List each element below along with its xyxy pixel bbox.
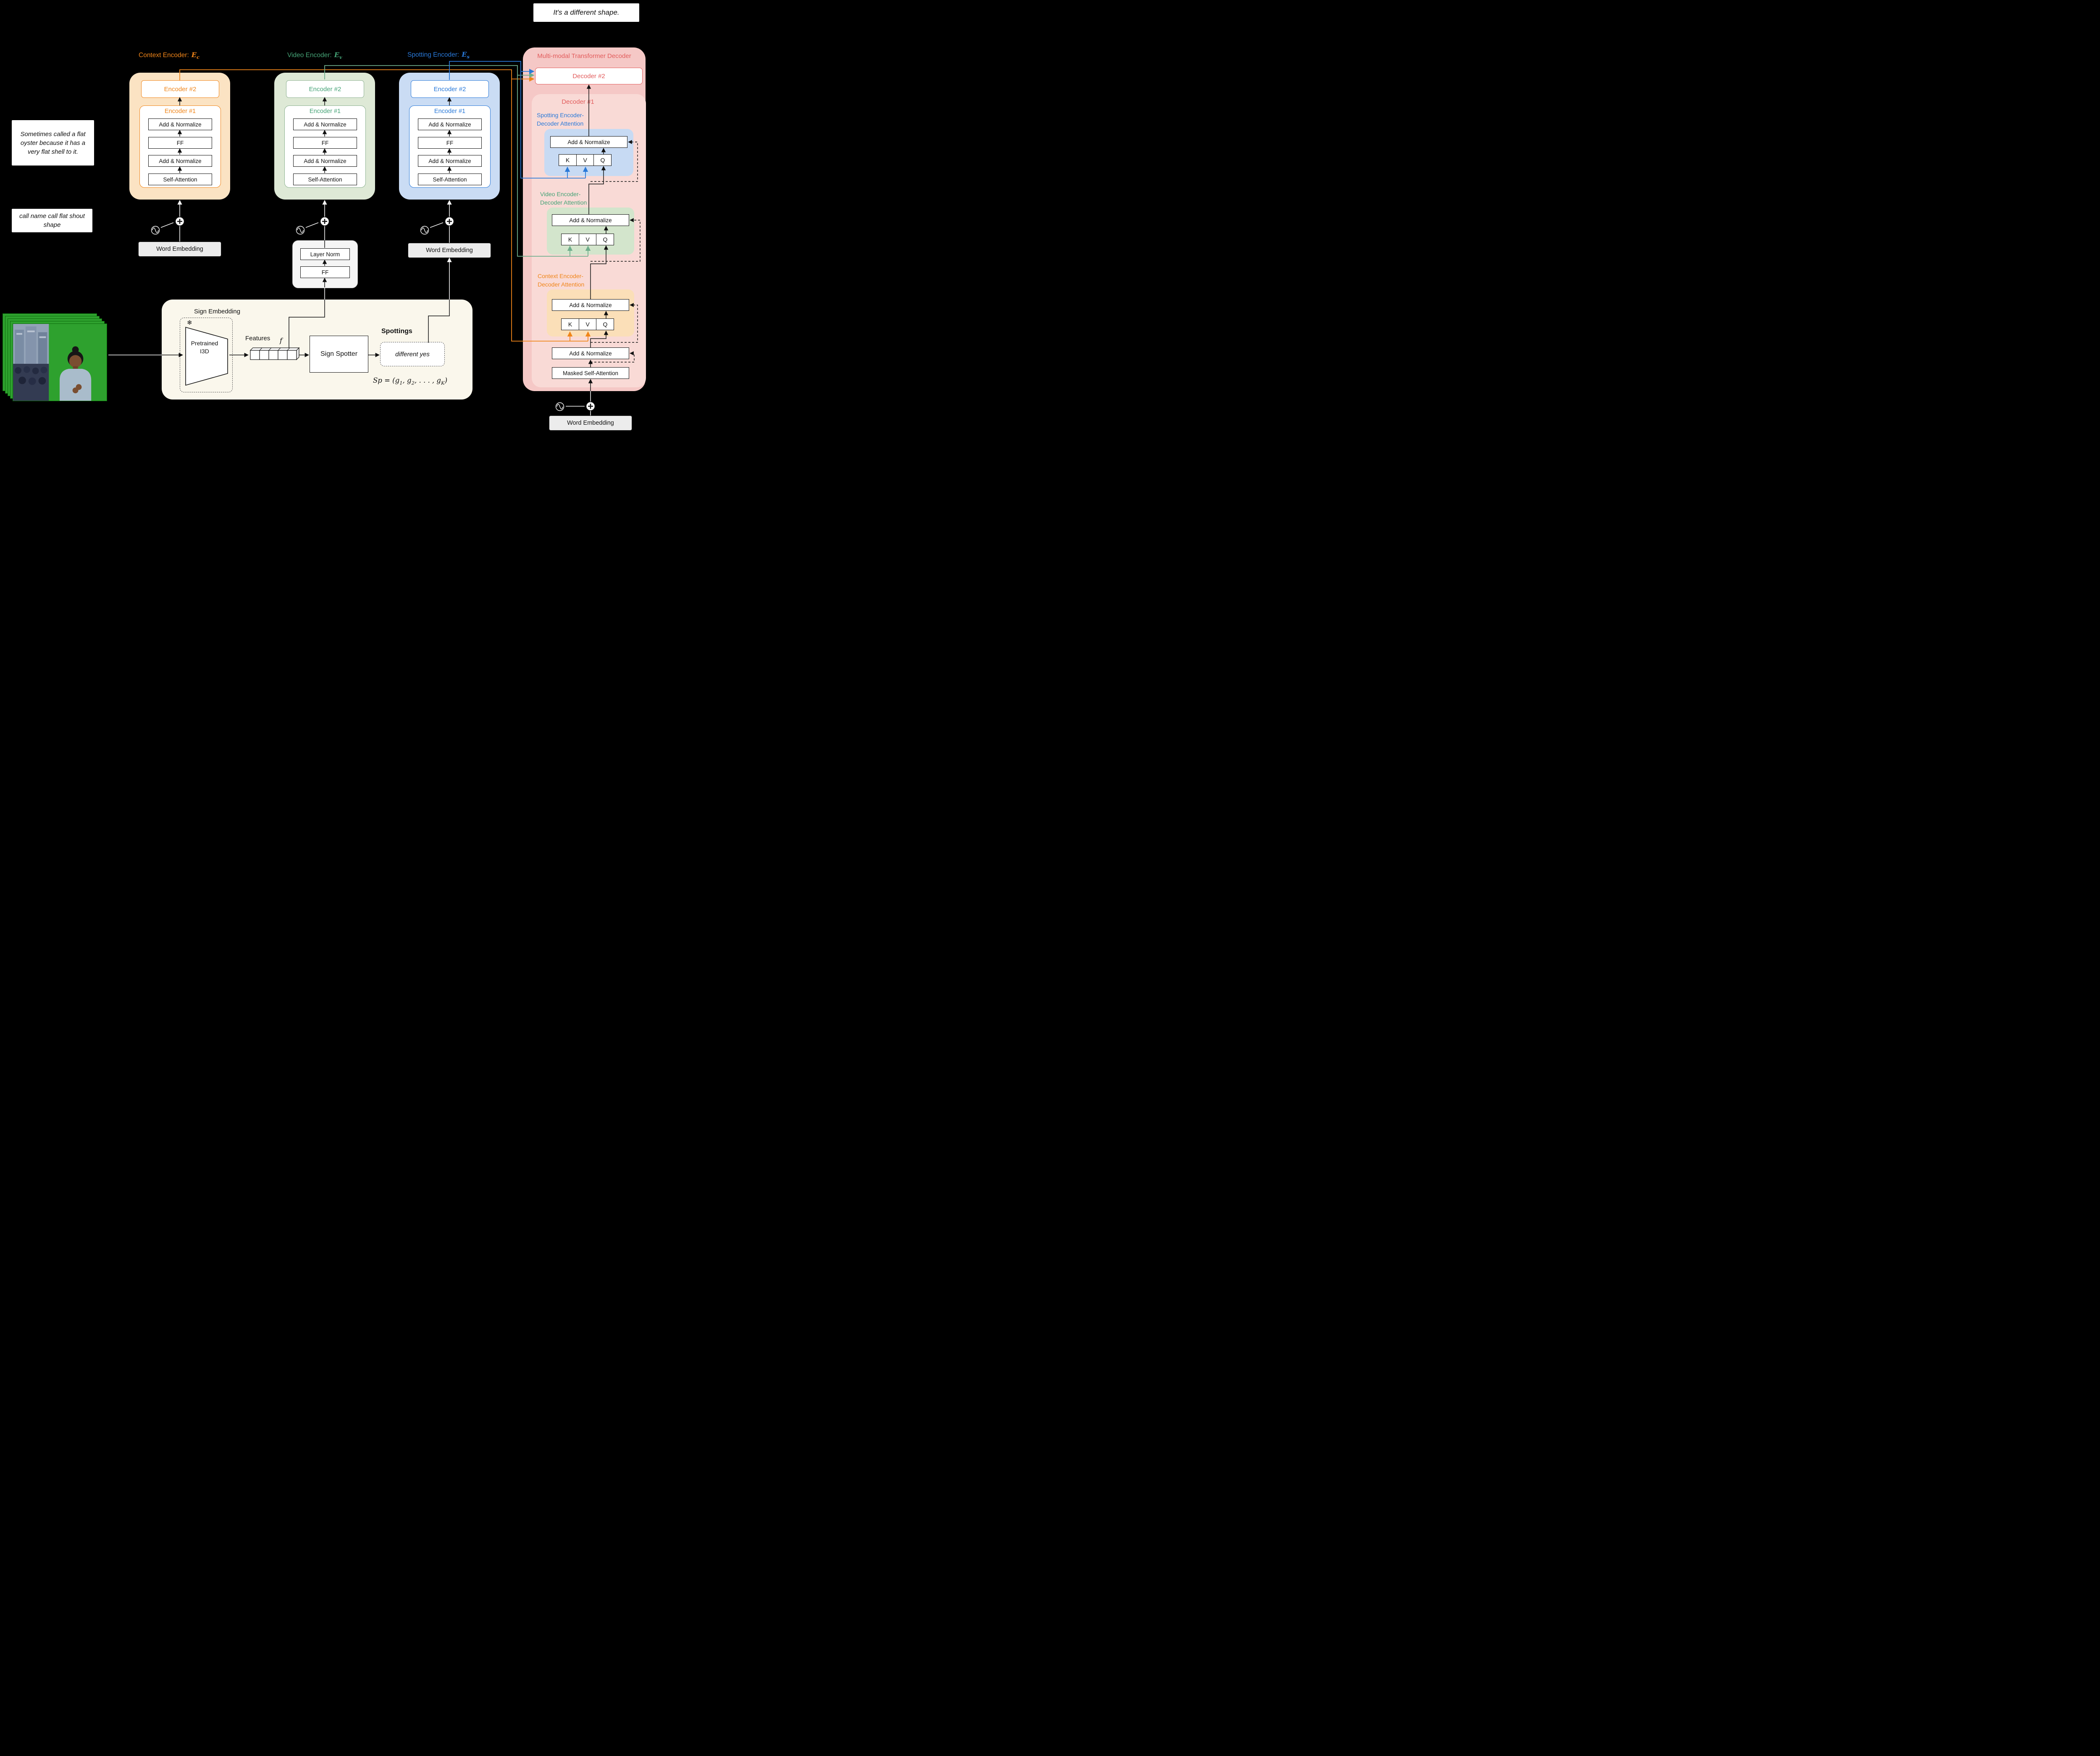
encoder-layer: FF bbox=[418, 137, 482, 149]
k-box: K bbox=[561, 318, 579, 330]
encoder-layer: Self-Attention bbox=[418, 173, 482, 185]
encoder-layer: Add & Normalize bbox=[293, 118, 357, 130]
decoder-title: Multi-modal Transformer Decoder bbox=[537, 53, 631, 60]
word-embedding-spotting: Word Embedding bbox=[408, 243, 491, 258]
spotting-encoder-2: Encoder #2 bbox=[411, 80, 489, 98]
video-encoder-block: Encoder #2 Encoder #1 Add & Normalize FF… bbox=[274, 73, 375, 200]
add-normalize-box: Add & Normalize bbox=[550, 136, 627, 148]
video-prenorm-block: Layer Norm FF bbox=[292, 240, 358, 288]
speech-bubble-text: It's a different shape. bbox=[553, 8, 620, 16]
context-encoder-2: Encoder #2 bbox=[141, 80, 219, 98]
context-attention-label: Context Encoder- Decoder Attention bbox=[538, 273, 585, 288]
spottings-value: different yes bbox=[395, 350, 430, 358]
video-encoder-header: Video Encoder:Ev bbox=[287, 51, 342, 60]
sign-embedding-title: Sign Embedding bbox=[194, 308, 241, 315]
sign-spotter-box: Sign Spotter bbox=[310, 336, 368, 373]
math-symbol: Es bbox=[462, 50, 470, 60]
header-label: Spotting Encoder: bbox=[407, 51, 459, 58]
masked-self-attention-box: Masked Self-Attention bbox=[552, 367, 629, 379]
spotting-attention-label: Spotting Encoder- Decoder Attention bbox=[537, 112, 584, 127]
kvq-row: K V Q bbox=[561, 318, 614, 330]
kvq-row: K V Q bbox=[561, 234, 614, 245]
v-box: V bbox=[578, 234, 597, 245]
encoder-layer: FF bbox=[148, 137, 212, 149]
v-box: V bbox=[578, 318, 597, 330]
add-icon bbox=[320, 216, 330, 226]
v-box: V bbox=[576, 154, 594, 166]
context-encoder-block: Encoder #2 Encoder #1 Add & Normalize FF… bbox=[129, 73, 230, 200]
video-attention-label: Video Encoder- Decoder Attention bbox=[540, 191, 587, 206]
spottings-formula: Sp = (g1, g2, . . . , gK) bbox=[373, 376, 448, 386]
add-icon bbox=[175, 216, 185, 226]
positional-encoding-icon bbox=[295, 225, 306, 236]
decoder-1: Decoder #1 Spotting Encoder- Decoder Att… bbox=[532, 94, 646, 387]
f-symbol: f bbox=[280, 336, 282, 344]
q-box: Q bbox=[596, 318, 614, 330]
spotting-encoder-header: Spotting Encoder:Es bbox=[407, 50, 470, 60]
i3d-dashed-box: ❄ Pretrained I3D bbox=[180, 318, 233, 392]
video-encoder-2: Encoder #2 bbox=[286, 80, 364, 98]
word-embedding-context: Word Embedding bbox=[138, 242, 221, 257]
encoder-1-label: Encoder #1 bbox=[434, 108, 466, 115]
encoder-layer: Self-Attention bbox=[148, 173, 212, 185]
decoder-2: Decoder #2 bbox=[535, 68, 643, 84]
context-attention-block: Add & Normalize K V Q bbox=[547, 289, 634, 336]
spotting-words-text: call name call flat shout shape bbox=[19, 213, 85, 229]
spotting-words-note: call name call flat shout shape bbox=[12, 209, 92, 232]
add-normalize-box: Add & Normalize bbox=[552, 214, 629, 226]
encoder-layer: Add & Normalize bbox=[293, 155, 357, 167]
features-label: Features bbox=[245, 335, 270, 342]
video-frame-front bbox=[13, 323, 107, 401]
encoder-layer: Add & Normalize bbox=[418, 155, 482, 167]
spotting-encoder-block: Encoder #2 Encoder #1 Add & Normalize FF… bbox=[399, 73, 500, 200]
encoder-layer: Self-Attention bbox=[293, 173, 357, 185]
video-attention-block: Add & Normalize K V Q bbox=[547, 208, 634, 255]
encoder-1-label: Encoder #1 bbox=[309, 108, 341, 115]
pretrained-i3d-label: Pretrained I3D bbox=[191, 340, 218, 355]
decoder-1-label: Decoder #1 bbox=[562, 98, 594, 105]
figure-canvas: Sometimes called a flat oyster because i… bbox=[0, 0, 659, 480]
context-encoder-header: Context Encoder:Ec bbox=[139, 51, 200, 60]
positional-encoding-icon bbox=[150, 225, 161, 236]
transcript-note: Sometimes called a flat oyster because i… bbox=[12, 120, 94, 166]
kvq-row: K V Q bbox=[559, 154, 612, 166]
encoder-layer: Add & Normalize bbox=[148, 155, 212, 167]
header-label: Context Encoder: bbox=[139, 52, 189, 59]
video-encoder-1: Encoder #1 Add & Normalize FF Add & Norm… bbox=[284, 105, 366, 188]
k-box: K bbox=[561, 234, 579, 245]
feature-cubes bbox=[249, 347, 300, 360]
spotting-encoder-1: Encoder #1 Add & Normalize FF Add & Norm… bbox=[409, 105, 491, 188]
decoder-panel: Multi-modal Transformer Decoder Decoder … bbox=[523, 47, 646, 391]
signer-illustration bbox=[13, 324, 107, 401]
i3d-trapezoid bbox=[185, 326, 228, 386]
math-symbol: Ev bbox=[334, 51, 342, 60]
positional-encoding-icon bbox=[554, 401, 565, 412]
encoder-1-label: Encoder #1 bbox=[164, 108, 196, 115]
context-encoder-1: Encoder #1 Add & Normalize FF Add & Norm… bbox=[139, 105, 221, 188]
positional-encoding-icon bbox=[419, 225, 430, 236]
snowflake-icon: ❄ bbox=[187, 319, 192, 326]
encoder-layer: Add & Normalize bbox=[418, 118, 482, 130]
math-symbol: Ec bbox=[191, 51, 200, 60]
sign-embedding-panel: Sign Embedding ❄ Pretrained I3D Features… bbox=[162, 300, 472, 400]
speech-bubble: It's a different shape. bbox=[533, 3, 639, 22]
spottings-box: different yes bbox=[380, 342, 445, 366]
word-embedding-decoder: Word Embedding bbox=[549, 415, 632, 431]
ff-box: FF bbox=[300, 266, 350, 278]
layer-norm-box: Layer Norm bbox=[300, 248, 350, 260]
transcript-text: Sometimes called a flat oyster because i… bbox=[20, 130, 86, 155]
add-icon bbox=[585, 401, 596, 411]
add-normalize-box: Add & Normalize bbox=[552, 299, 629, 311]
header-label: Video Encoder: bbox=[287, 52, 332, 59]
k-box: K bbox=[559, 154, 577, 166]
spottings-label: Spottings bbox=[381, 328, 412, 335]
add-normalize-box: Add & Normalize bbox=[552, 347, 629, 359]
encoder-layer: Add & Normalize bbox=[148, 118, 212, 130]
q-box: Q bbox=[593, 154, 612, 166]
encoder-layer: FF bbox=[293, 137, 357, 149]
spotting-attention-block: Add & Normalize K V Q bbox=[544, 129, 633, 176]
add-icon bbox=[444, 216, 454, 226]
q-box: Q bbox=[596, 234, 614, 245]
